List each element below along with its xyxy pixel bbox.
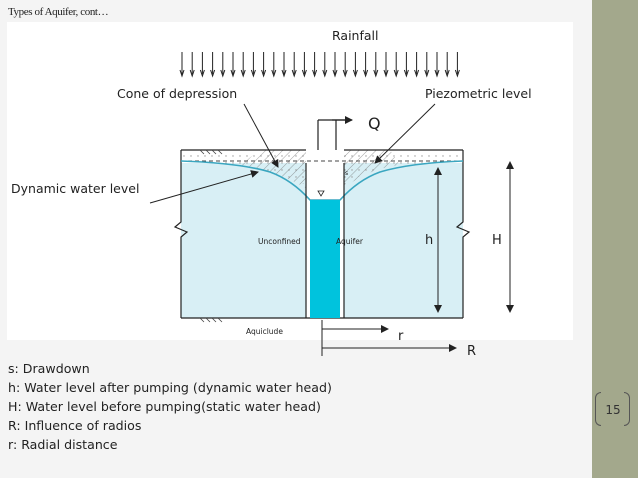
H-label: H bbox=[492, 233, 502, 248]
rain-arrow bbox=[352, 52, 358, 78]
drawdown-symbol: s bbox=[345, 170, 348, 177]
rain-arrow bbox=[301, 52, 307, 78]
rain-arrow bbox=[291, 52, 297, 78]
aquiclude-label: Aquiclude bbox=[246, 327, 283, 336]
rain-arrow bbox=[444, 52, 450, 78]
rain-arrow bbox=[220, 52, 226, 78]
piezometric-level-label: Piezometric level bbox=[425, 86, 532, 101]
page-number: 15 bbox=[605, 403, 621, 417]
slide-title: Types of Aquifer, cont… bbox=[8, 6, 109, 18]
legend-item: R: Influence of radios bbox=[8, 418, 142, 433]
R-label: R bbox=[467, 344, 476, 359]
rain-arrow bbox=[434, 52, 440, 78]
rain-arrow bbox=[271, 52, 277, 78]
cone-of-depression-label: Cone of depression bbox=[117, 86, 237, 101]
rain-arrow bbox=[373, 52, 379, 78]
legend-item: r: Radial distance bbox=[8, 437, 118, 452]
rain-arrow bbox=[281, 52, 287, 78]
page-number-bracket-left bbox=[595, 392, 601, 426]
pumping-well bbox=[305, 116, 353, 318]
sidebar-band bbox=[592, 0, 638, 478]
rain-arrow bbox=[424, 52, 430, 78]
discharge-label: Q bbox=[368, 114, 381, 133]
aquifer-body bbox=[173, 149, 471, 323]
rain-arrow bbox=[179, 52, 185, 78]
unconfined-label: Unconfined bbox=[258, 237, 301, 246]
rain-arrow bbox=[454, 52, 460, 78]
rain-arrow bbox=[322, 52, 328, 78]
aquifer-label: Aquifer bbox=[336, 237, 364, 246]
dynamic-water-level-label: Dynamic water level bbox=[11, 181, 139, 196]
rain-arrow bbox=[383, 52, 389, 78]
rainfall-label: Rainfall bbox=[332, 28, 378, 43]
rain-arrow bbox=[342, 52, 348, 78]
rain-arrow bbox=[250, 52, 256, 78]
rain-arrow bbox=[210, 52, 216, 78]
dynamic-water-level-leader bbox=[149, 170, 259, 204]
rain-arrow bbox=[312, 52, 318, 78]
rain-arrow bbox=[199, 52, 205, 78]
r-label: r bbox=[398, 329, 404, 344]
piezometric-level-leader bbox=[374, 103, 436, 164]
dynamic-water-level-box bbox=[8, 176, 146, 200]
rain-arrow bbox=[393, 52, 399, 78]
rain-arrow bbox=[414, 52, 420, 78]
rain-arrow bbox=[363, 52, 369, 78]
rain-arrow bbox=[230, 52, 236, 78]
legend-item: H: Water level before pumping(static wat… bbox=[8, 399, 321, 414]
cone-of-depression-leader bbox=[243, 103, 279, 168]
legend-item: s: Drawdown bbox=[8, 361, 90, 376]
rain-arrow bbox=[403, 52, 409, 78]
rain-arrow bbox=[332, 52, 338, 78]
rain-arrow bbox=[261, 52, 267, 78]
r-dimension bbox=[321, 320, 457, 356]
rainfall-arrows bbox=[179, 52, 460, 78]
rain-arrow bbox=[240, 52, 246, 78]
rain-arrow bbox=[189, 52, 195, 78]
h-label: h bbox=[425, 233, 433, 248]
legend-item: h: Water level after pumping (dynamic wa… bbox=[8, 380, 332, 395]
legend: s: Drawdown h: Water level after pumping… bbox=[8, 359, 332, 454]
